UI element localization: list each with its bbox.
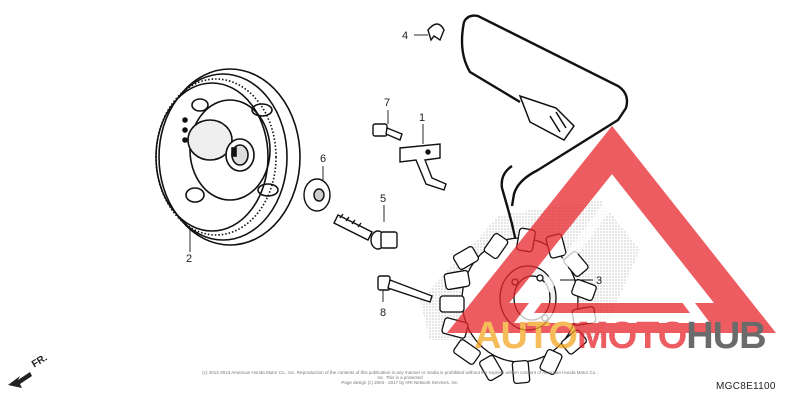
callout-2: 2 (186, 253, 192, 265)
flange-bolt (333, 213, 398, 250)
front-direction-arrow (8, 372, 32, 388)
callout-1: 1 (419, 112, 425, 124)
callout-8: 8 (380, 307, 386, 319)
copyright-line: Page design (c) 2004 - 2017 by ARI Netwo… (341, 380, 459, 385)
callout-4: 4 (402, 30, 408, 42)
diagram-code: MGC8E1100 (716, 381, 776, 392)
small-bolt (372, 123, 403, 141)
bracket (399, 143, 447, 191)
flywheel (155, 68, 301, 246)
watermark-moto: MOTO (577, 315, 686, 357)
callout-3: 3 (596, 275, 602, 287)
callout-6: 6 (320, 153, 326, 165)
svg-text:AUTOMOTOHUB: AUTOMOTOHUB (474, 315, 766, 357)
cord-clip (427, 23, 445, 42)
callout-5: 5 (380, 193, 386, 205)
watermark-auto: AUTO (474, 315, 577, 357)
copyright-notice: (c) 2012-2013 American Honda Motor Co., … (200, 370, 600, 385)
wire-harness (460, 14, 629, 243)
connector (518, 94, 575, 141)
watermark-logo: AUTOMOTOHUB (446, 125, 777, 357)
stator-bolt (377, 275, 433, 303)
watermark-hub: HUB (686, 315, 765, 357)
callout-7: 7 (384, 97, 390, 109)
leader-lines (189, 34, 593, 302)
washer (303, 178, 331, 212)
copyright-line: (c) 2012-2013 American Honda Motor Co., … (202, 370, 598, 380)
